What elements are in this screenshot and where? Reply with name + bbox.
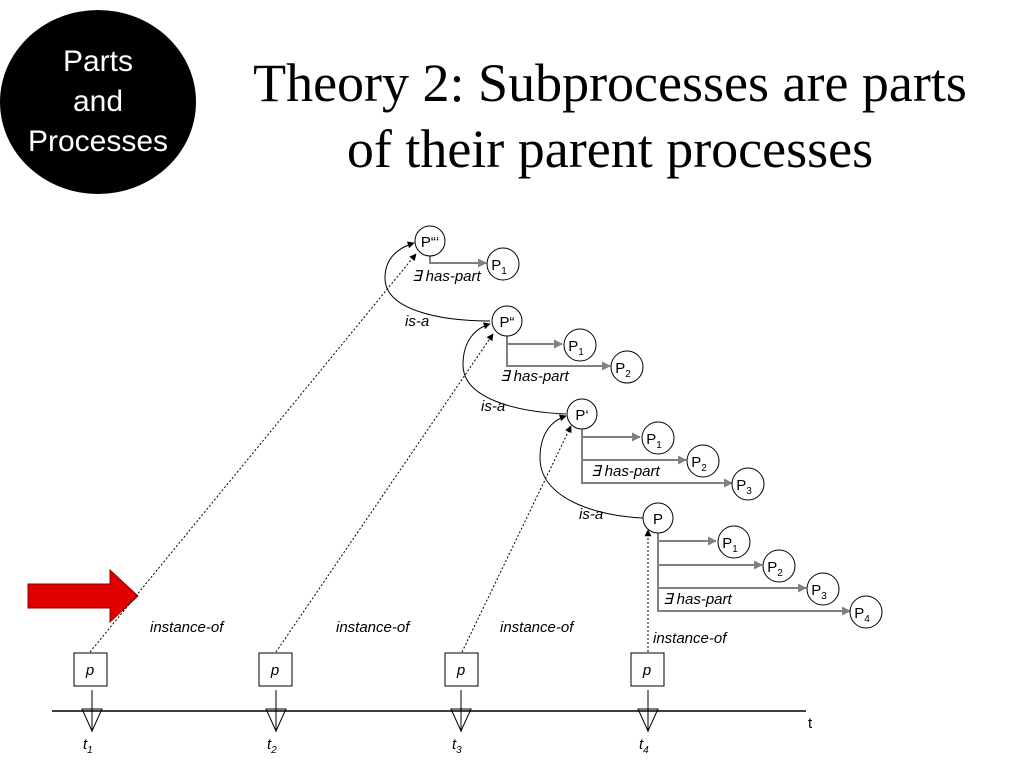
part-node: P1	[641, 421, 675, 455]
title-line: Theory 2: Subprocesses are parts	[253, 53, 967, 113]
instance-box-4: p	[630, 652, 665, 687]
has-part-group-0: ∃ has-part	[657, 532, 851, 616]
svg-text:P1: P1	[646, 431, 662, 451]
topic-badge: Parts and Processes	[0, 10, 196, 194]
instance-box-1: p	[73, 652, 108, 687]
badge-line: Parts	[62, 45, 134, 78]
badge-line: and	[72, 85, 124, 118]
instance-of-arrow-2	[275, 333, 494, 653]
has-part-group-3: ∃ has-part	[412, 255, 487, 285]
part-node: P3	[731, 467, 765, 501]
svg-text:P1: P1	[568, 338, 584, 358]
instance-box-2: p	[258, 652, 293, 687]
instance-of-label: instance-of	[336, 619, 411, 636]
part-node: P4	[849, 595, 883, 629]
part-node: P1	[717, 525, 751, 559]
svg-text:P3: P3	[736, 477, 752, 497]
instance-box-label: p	[456, 662, 465, 679]
process-node-label: P‘	[575, 407, 588, 424]
part-node: P1	[486, 247, 520, 281]
time-label-4: t4	[639, 736, 649, 756]
process-node-p3: P“‘	[414, 225, 446, 257]
is-a-edge-2	[462, 322, 567, 415]
time-letter: t	[83, 736, 88, 753]
svg-text:P2: P2	[615, 360, 631, 380]
has-part-label: ∃ has-part	[591, 463, 661, 480]
time-marker-2	[265, 690, 287, 733]
time-label-2: t2	[267, 736, 277, 756]
part-node: P2	[762, 549, 796, 583]
process-node-label: P“	[500, 314, 515, 331]
instance-box-label: p	[642, 662, 651, 679]
time-label-3: t3	[452, 736, 462, 756]
svg-text:P4: P4	[854, 605, 870, 625]
instance-box-3: p	[444, 652, 479, 687]
process-node-p2: P“	[491, 305, 523, 337]
part-node: P3	[806, 572, 840, 606]
instance-box-label: p	[270, 662, 279, 679]
is-a-edge-1	[384, 241, 491, 322]
time-marker-1	[81, 690, 103, 733]
part-node: P2	[610, 350, 644, 384]
time-marker-3	[450, 690, 472, 733]
process-node-p0: P	[642, 502, 674, 534]
has-part-label: ∃ has-part	[412, 268, 482, 285]
svg-text:P1: P1	[491, 257, 507, 277]
process-node-label: P“‘	[421, 234, 439, 251]
highlight-arrow	[27, 568, 139, 624]
instance-of-arrow-3	[461, 425, 572, 653]
time-letter: t	[639, 736, 644, 753]
instance-of-label: instance-of	[653, 630, 728, 647]
is-a-edge-3	[539, 414, 644, 519]
title-line: of their parent processes	[346, 119, 874, 179]
has-part-group-1: ∃ has-part	[581, 428, 733, 488]
process-node-p1: P‘	[566, 398, 598, 430]
time-subscript: 3	[456, 745, 462, 756]
is-a-label: is-a	[579, 506, 603, 523]
badge-line: Processes	[27, 125, 169, 158]
svg-text:P2: P2	[691, 454, 707, 474]
time-label-1: t1	[83, 736, 93, 756]
time-letter: t	[452, 736, 457, 753]
svg-text:P2: P2	[767, 559, 783, 579]
svg-text:P3: P3	[811, 582, 827, 602]
part-node: P2	[686, 444, 720, 478]
instance-of-label: instance-of	[150, 619, 225, 636]
process-node-label: P	[653, 511, 663, 528]
instance-box-label: p	[85, 662, 94, 679]
time-subscript: 2	[270, 745, 277, 756]
slide-title: Theory 2: Subprocesses are parts of thei…	[210, 50, 1010, 182]
time-subscript: 1	[87, 745, 93, 756]
part-node: P1	[563, 328, 597, 362]
time-subscript: 4	[643, 745, 649, 756]
has-part-label: ∃ has-part	[500, 368, 570, 385]
axis-label: t	[808, 715, 813, 732]
time-letter: t	[267, 736, 272, 753]
has-part-label: ∃ has-part	[663, 591, 733, 608]
instance-of-label: instance-of	[500, 619, 575, 636]
time-marker-4	[637, 690, 659, 733]
has-part-group-2: ∃ has-part	[500, 335, 611, 385]
is-a-label: is-a	[405, 313, 429, 330]
instance-of-arrow-1	[89, 253, 417, 653]
svg-text:P1: P1	[722, 535, 738, 555]
is-a-label: is-a	[481, 398, 505, 415]
